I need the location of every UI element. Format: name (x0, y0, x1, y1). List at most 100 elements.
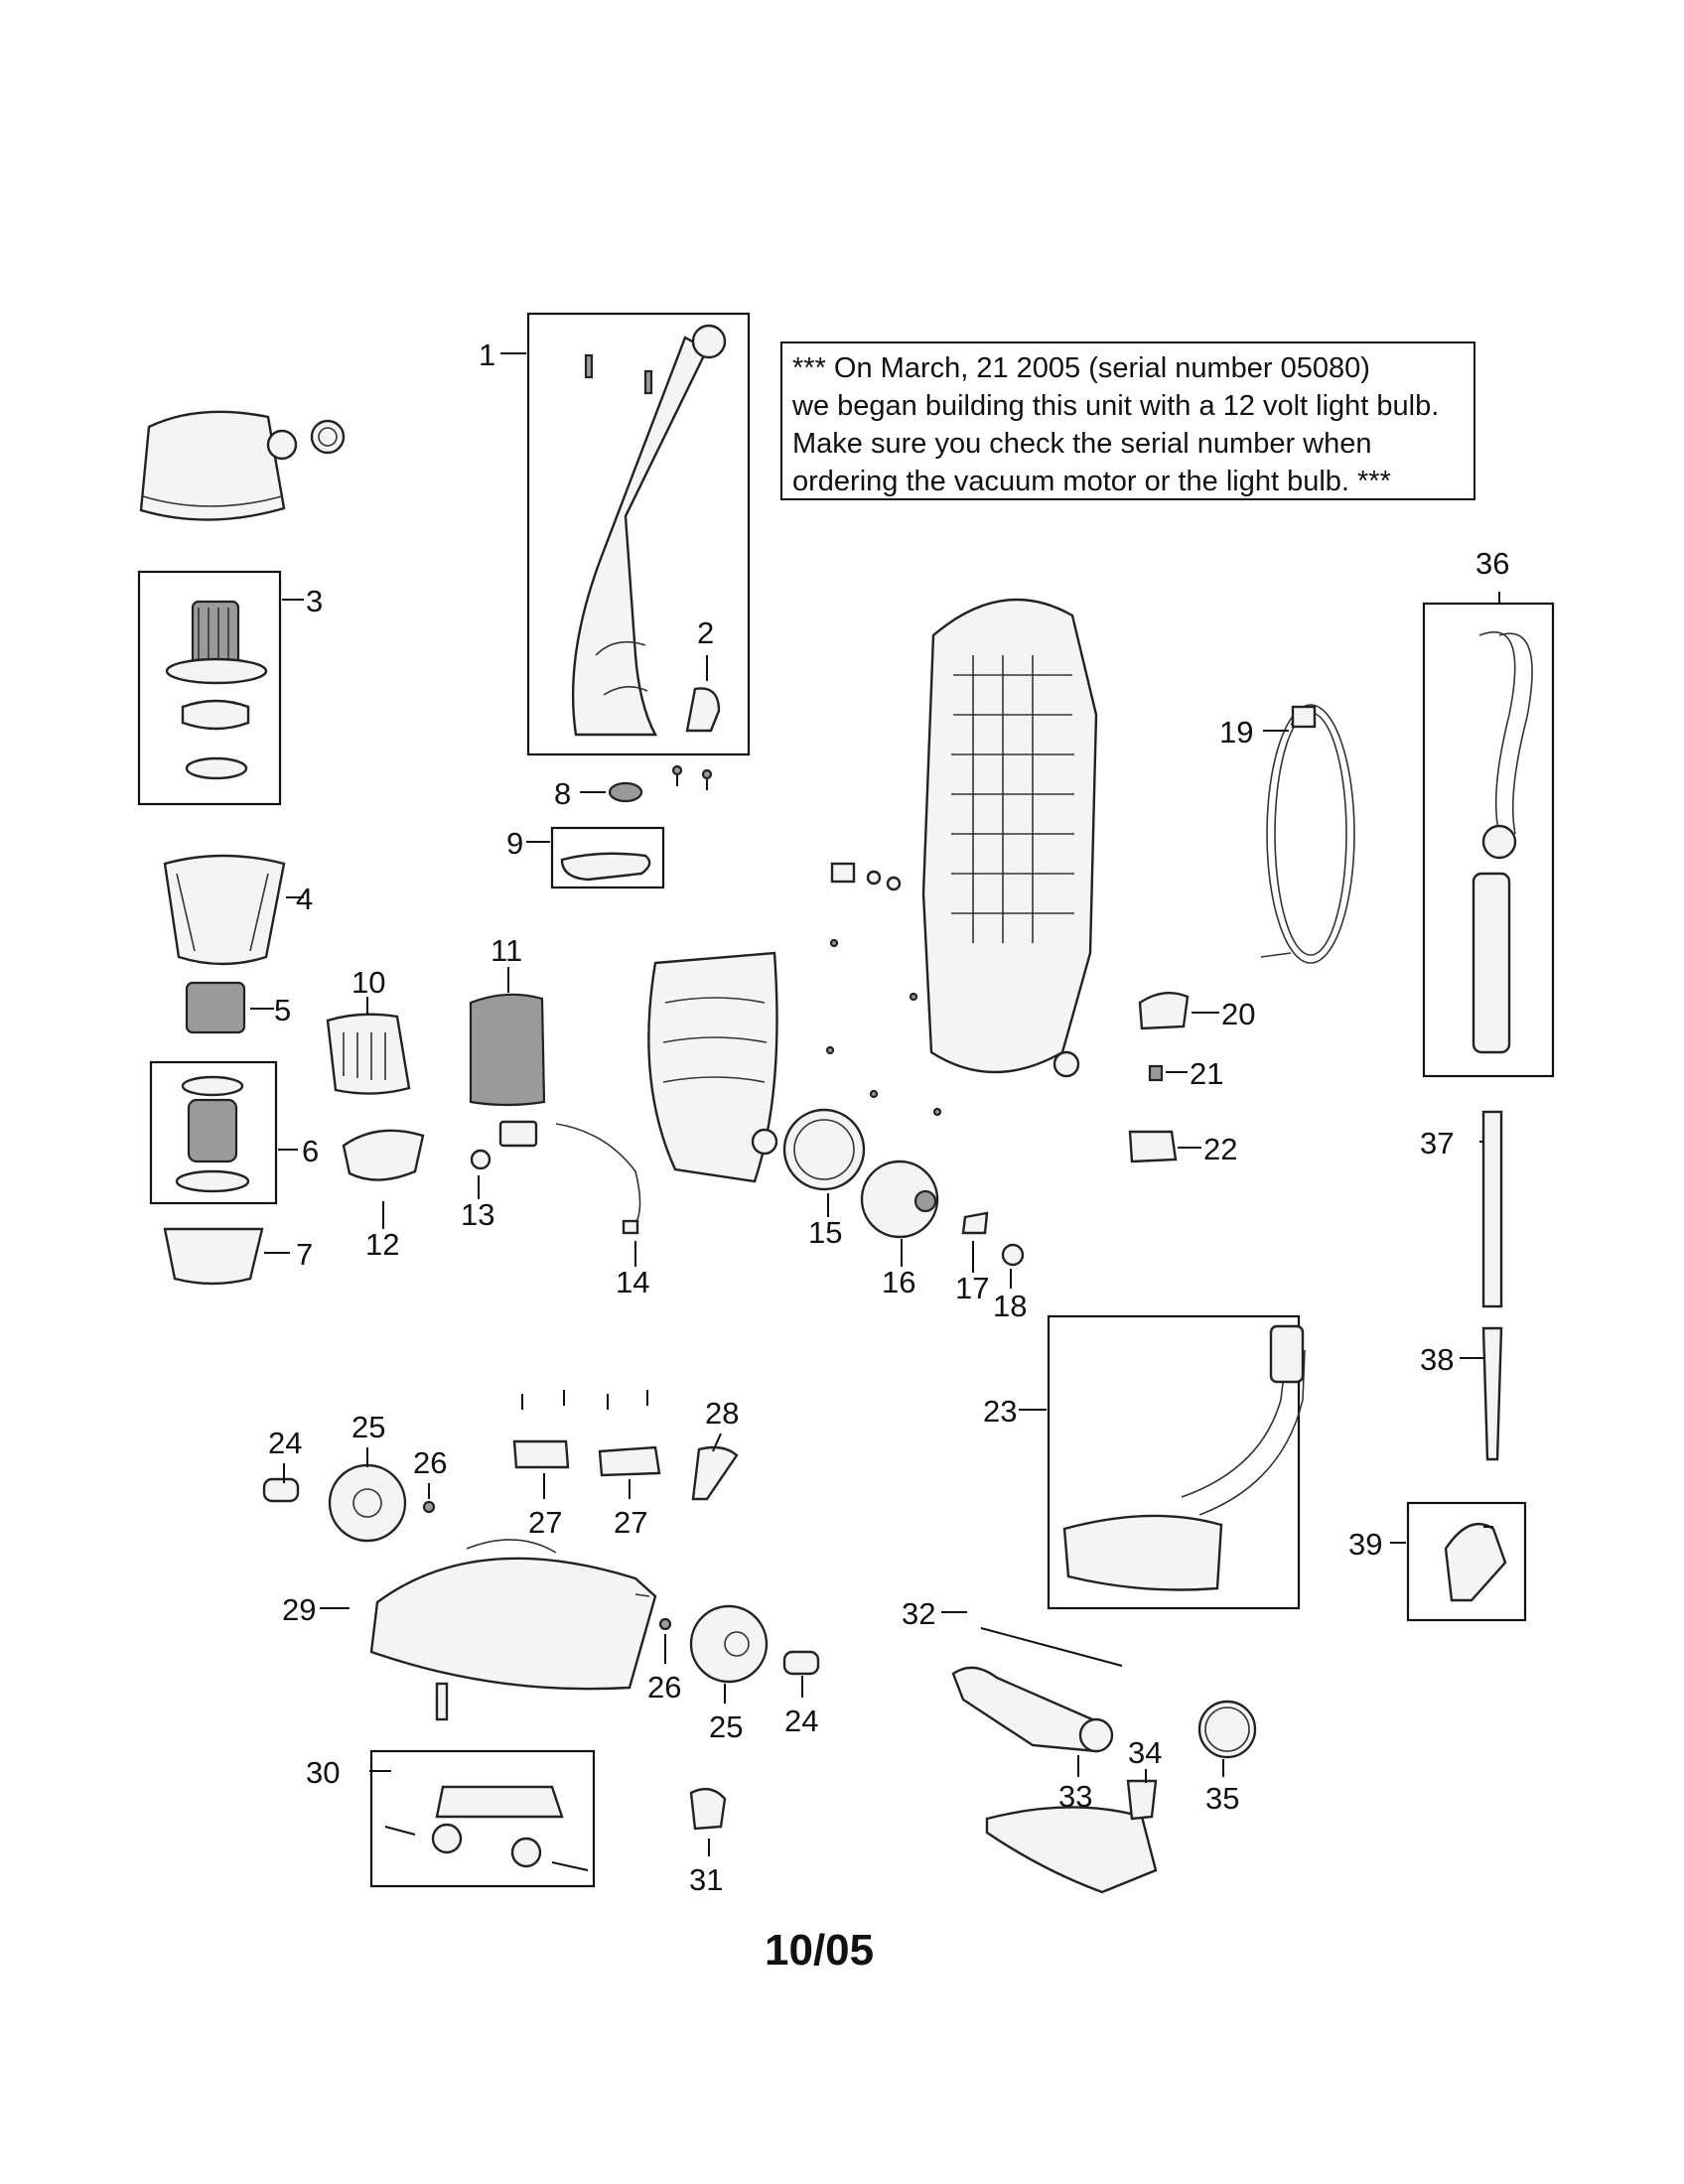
bottom-plate-part (985, 1806, 1158, 1894)
wiring-connector (622, 1219, 639, 1235)
handle-part (571, 324, 727, 737)
bracket-screws-part (521, 1390, 648, 1410)
label-31: 31 (689, 1862, 723, 1897)
motor-gasket-part (782, 1108, 866, 1191)
main-body-part (921, 598, 1098, 1078)
base-housing-part (369, 1557, 657, 1691)
label-20: 20 (1221, 997, 1255, 1031)
group-box-dirt-cup-filter (149, 1060, 278, 1205)
base-latch-part (435, 1682, 449, 1721)
label-24-right: 24 (784, 1704, 818, 1738)
nozzle-bracket-part-2 (598, 1445, 661, 1477)
extension-wand-part (1481, 1110, 1503, 1308)
label-23: 23 (983, 1394, 1017, 1429)
label-24-left: 24 (268, 1426, 302, 1460)
group-box-wheel-carriage (369, 1749, 596, 1888)
base-housing-detail (466, 1539, 650, 1597)
filter-assembly-part (165, 600, 268, 780)
knob-part (608, 781, 643, 803)
brushroll-end-part (1078, 1717, 1114, 1753)
vacuum-motor-part (860, 1160, 939, 1239)
filter-door-slots (343, 1032, 386, 1080)
motor-nut-part (1001, 1243, 1025, 1267)
label-37: 37 (1420, 1126, 1454, 1160)
label-26-right: 26 (647, 1670, 681, 1705)
handle-screws-part (671, 764, 713, 790)
label-36: 36 (1475, 546, 1509, 581)
front-wheel-hub (724, 1631, 750, 1657)
light-lens-part (342, 1129, 425, 1181)
group-box-handle (526, 312, 751, 756)
leader-lines (250, 352, 1500, 1856)
label-27-left: 27 (528, 1505, 562, 1540)
agitator-belt-ring-part (1197, 1700, 1257, 1759)
label-13: 13 (461, 1197, 494, 1232)
label-25-left: 25 (351, 1410, 385, 1444)
label-14: 14 (616, 1265, 649, 1299)
label-22: 22 (1203, 1132, 1237, 1166)
group-box-hose-kit (1422, 602, 1555, 1078)
belt-guard-part (691, 1445, 739, 1501)
bottom-plate-tab (1126, 1779, 1158, 1821)
notice-line-2: we began building this unit with a 12 vo… (792, 390, 1440, 422)
agitator-belt-ring-inner (1204, 1706, 1250, 1752)
label-19: 19 (1219, 715, 1253, 750)
lid-seal-ring-part (310, 419, 346, 455)
label-16: 16 (882, 1265, 915, 1299)
label-29: 29 (282, 1592, 316, 1627)
label-30: 30 (306, 1755, 340, 1790)
label-5: 5 (274, 993, 291, 1027)
notice-line-1: *** On March, 21 2005 (serial number 050… (792, 352, 1370, 384)
label-11: 11 (491, 933, 522, 968)
lid-seal-ring-inner (318, 427, 338, 447)
label-17: 17 (955, 1271, 989, 1305)
label-8: 8 (554, 776, 571, 811)
light-bulb-socket-part (498, 1120, 538, 1148)
label-35: 35 (1205, 1781, 1239, 1816)
label-21: 21 (1190, 1056, 1223, 1091)
label-27-right: 27 (614, 1505, 647, 1540)
crevice-tool-part (1481, 1326, 1503, 1461)
wiring-harness-part (555, 1123, 641, 1228)
handle-release-part (685, 687, 721, 733)
dirt-cup-part (163, 854, 286, 966)
label-1: 1 (479, 338, 495, 372)
label-6: 6 (302, 1134, 319, 1168)
rear-wheel-part (328, 1463, 407, 1543)
rear-wheel-hub (352, 1488, 382, 1518)
dirt-cup-lid-part (139, 410, 298, 521)
label-28: 28 (705, 1396, 739, 1431)
label-26-left: 26 (413, 1445, 447, 1480)
dirt-cup-filter-part (175, 1075, 250, 1193)
switch-part (1148, 1064, 1164, 1082)
revision-date: 10/05 (765, 1926, 875, 1975)
label-9: 9 (506, 826, 523, 861)
group-box-turbo-tool (1047, 1314, 1301, 1610)
group-box-filter-assembly (137, 570, 282, 806)
turbo-tool-part (1062, 1324, 1306, 1591)
label-33: 33 (1058, 1779, 1092, 1814)
exhaust-filter-part (469, 993, 546, 1107)
front-wheel-part (689, 1604, 769, 1684)
part-number-labels: 1 2 3 4 5 6 7 8 9 10 11 12 13 14 15 16 1… (268, 338, 1509, 1897)
motor-housing-part (647, 951, 778, 1183)
label-18: 18 (993, 1289, 1027, 1323)
wheel-carriage-part (384, 1785, 589, 1871)
label-39: 39 (1348, 1527, 1382, 1562)
dirt-cup-detail (176, 873, 269, 952)
serial-number-notice: *** On March, 21 2005 (serial number 050… (780, 341, 1475, 500)
label-10: 10 (351, 965, 385, 1000)
wheel-axle-right-part (782, 1650, 820, 1676)
wheel-clip-part (422, 1500, 436, 1514)
filter-door-part (326, 1013, 411, 1095)
dirt-cup-bottom-part (163, 1227, 264, 1286)
label-2: 2 (697, 615, 714, 650)
label-32: 32 (902, 1596, 935, 1631)
nozzle-bracket-part (512, 1439, 570, 1469)
cord-wrap-part (1128, 1130, 1178, 1163)
motor-fan-part (961, 1211, 989, 1235)
notice-line-3: Make sure you check the serial number wh… (792, 428, 1372, 460)
body-screws-part (825, 862, 942, 1117)
label-3: 3 (306, 584, 323, 618)
